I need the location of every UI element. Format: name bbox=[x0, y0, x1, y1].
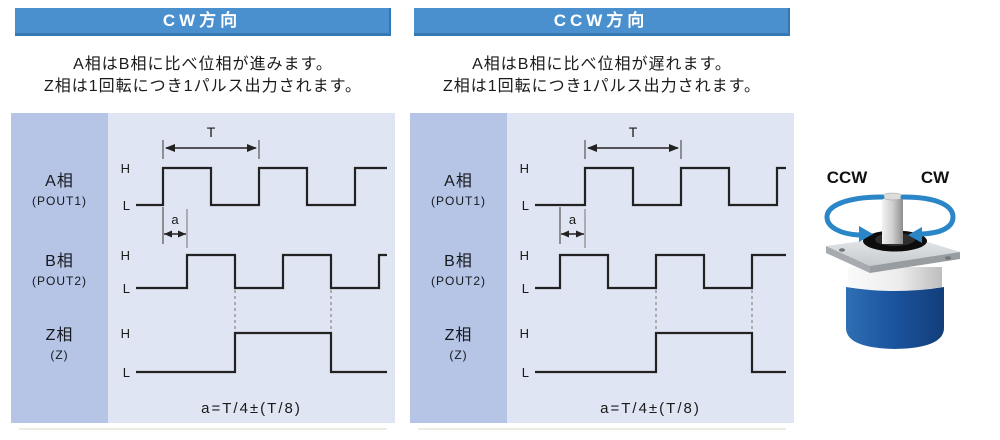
level-high-label-row1: H bbox=[520, 248, 529, 263]
flange-screw-hole bbox=[945, 256, 951, 260]
row-label-a-phase: A相 (POUT1) bbox=[32, 173, 87, 208]
phase-formula: a=T/4±(T/8) bbox=[201, 400, 302, 417]
period-arrowhead-right bbox=[247, 144, 257, 152]
motor-top-band bbox=[848, 267, 942, 291]
level-low-label-row2: L bbox=[123, 365, 130, 380]
motor-shaft bbox=[882, 196, 903, 244]
motor-body bbox=[846, 287, 944, 349]
motor-shaft-top bbox=[881, 192, 904, 201]
motor-flange-edge bbox=[870, 252, 960, 273]
ccw-arrowhead bbox=[859, 226, 873, 242]
motor-illustration: CCW CW bbox=[824, 168, 960, 349]
level-high-label-row2: H bbox=[121, 326, 130, 341]
wave-b-phase bbox=[535, 253, 786, 290]
box-shadow-line bbox=[19, 428, 387, 430]
phase-label: a bbox=[171, 212, 179, 227]
desc-line: A相はB相に比べ位相が進みます。 bbox=[73, 56, 333, 73]
level-high-label-row1: H bbox=[121, 248, 130, 263]
box-shadow-line bbox=[418, 428, 786, 430]
wave-a-phase bbox=[136, 166, 387, 207]
cw-label: CW bbox=[921, 168, 950, 187]
panel-ccw-description: A相はB相に比べ位相が遅れます。 Z相は1回転につき1パルス出力されます。 bbox=[410, 54, 794, 98]
phase-arrowhead-right bbox=[576, 230, 584, 238]
period-arrowhead-right bbox=[669, 144, 679, 152]
phase-formula: a=T/4±(T/8) bbox=[600, 400, 701, 417]
panel-ccw: CCW方向 A相はB相に比べ位相が遅れます。 Z相は1回転につき1パルス出力され… bbox=[410, 8, 794, 430]
wave-z-phase bbox=[535, 331, 786, 374]
ccw-label: CCW bbox=[827, 168, 869, 187]
phase-arrowhead-left bbox=[561, 230, 569, 238]
row-label-z-phase: Z相 (Z) bbox=[45, 327, 74, 362]
row-label-b-phase: B相 (POUT2) bbox=[431, 253, 486, 288]
waveform-canvas-cw: H L H L H L Ta bbox=[121, 124, 387, 380]
wave-a-phase bbox=[535, 166, 786, 207]
signal-label-column: A相 (POUT1) B相 (POUT2) Z相 (Z) bbox=[11, 113, 108, 423]
wave-b-phase bbox=[136, 253, 387, 290]
level-low-label-row0: L bbox=[522, 198, 529, 213]
phase-arrowhead-right bbox=[178, 230, 186, 238]
period-arrowhead-left bbox=[165, 144, 175, 152]
waveform-canvas-ccw: H L H L H L Ta bbox=[520, 124, 786, 380]
desc-line: Z相は1回転につき1パルス出力されます。 bbox=[44, 78, 362, 95]
panel-cw-header: CW方向 bbox=[15, 8, 391, 36]
panel-cw: CW方向 A相はB相に比べ位相が進みます。 Z相は1回転につき1パルス出力されま… bbox=[11, 8, 395, 430]
level-high-label-row0: H bbox=[520, 161, 529, 176]
level-low-label-row0: L bbox=[123, 198, 130, 213]
row-label-z-phase: Z相 (Z) bbox=[444, 327, 473, 362]
level-low-label-row1: L bbox=[522, 281, 529, 296]
panel-cw-description: A相はB相に比べ位相が進みます。 Z相は1回転につき1パルス出力されます。 bbox=[11, 54, 395, 98]
period-arrowhead-left bbox=[587, 144, 597, 152]
row-label-b-phase: B相 (POUT2) bbox=[32, 253, 87, 288]
signal-label-column: A相 (POUT1) B相 (POUT2) Z相 (Z) bbox=[410, 113, 507, 423]
cw-arrowhead bbox=[908, 227, 922, 243]
period-label: T bbox=[629, 124, 638, 140]
level-low-label-row1: L bbox=[123, 281, 130, 296]
cw-arrow-icon bbox=[900, 194, 956, 237]
level-high-label-row2: H bbox=[520, 326, 529, 341]
panel-ccw-header: CCW方向 bbox=[414, 8, 790, 36]
phase-label: a bbox=[569, 212, 577, 227]
flange-screw-hole bbox=[839, 248, 845, 252]
motor-flange-edge bbox=[826, 246, 870, 273]
row-label-a-phase: A相 (POUT1) bbox=[431, 173, 486, 208]
ccw-arrow-icon bbox=[824, 194, 885, 238]
desc-line: Z相は1回転につき1パルス出力されます。 bbox=[443, 78, 761, 95]
phase-arrowhead-left bbox=[164, 230, 172, 238]
period-label: T bbox=[207, 124, 216, 140]
level-low-label-row2: L bbox=[522, 365, 529, 380]
desc-line: A相はB相に比べ位相が遅れます。 bbox=[472, 56, 732, 73]
wave-z-phase bbox=[136, 331, 387, 374]
level-high-label-row0: H bbox=[121, 161, 130, 176]
